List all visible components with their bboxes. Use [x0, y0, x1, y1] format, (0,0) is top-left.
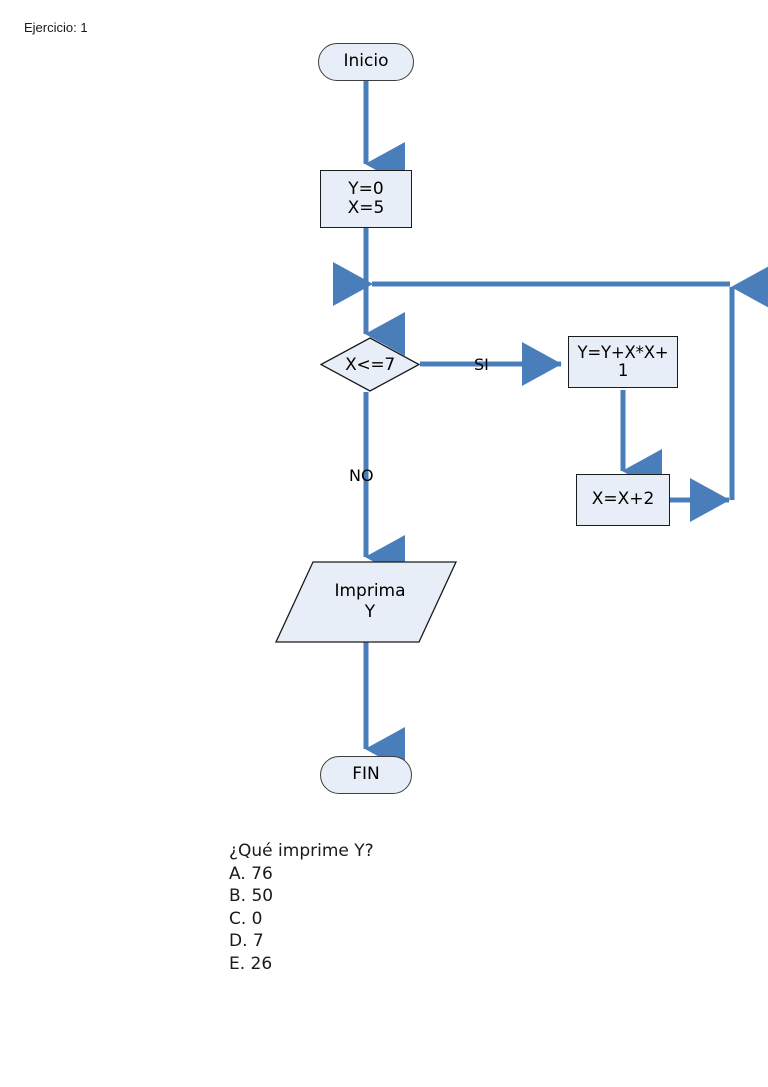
node-decision-condition[interactable]: X<=7 — [319, 337, 421, 392]
node-increment[interactable]: X=X+2 — [576, 474, 670, 526]
node-output-label: Imprima Y — [334, 580, 406, 622]
node-accumulate-label: Y=Y+X*X+ 1 — [577, 342, 669, 380]
edge-label-no: NO — [349, 466, 374, 485]
decision-diamond-shape — [319, 337, 421, 392]
question-option-d[interactable]: D. 7 — [229, 931, 264, 952]
node-start-inicio[interactable]: Inicio — [318, 43, 414, 81]
node-end-fin[interactable]: FIN — [320, 756, 412, 794]
node-accumulate[interactable]: Y=Y+X*X+ 1 — [568, 336, 678, 388]
question-option-c[interactable]: C. 0 — [229, 908, 263, 929]
io-parallelogram-shape — [274, 561, 458, 643]
node-output-print[interactable]: Imprima Y — [274, 561, 458, 643]
question-option-b[interactable]: B. 50 — [229, 886, 274, 907]
node-start-label: Inicio — [343, 51, 389, 72]
node-end-label: FIN — [352, 764, 380, 785]
node-increment-label: X=X+2 — [591, 489, 655, 510]
question-prompt: ¿Qué imprime Y? — [229, 841, 374, 861]
question-option-a[interactable]: A. 76 — [229, 863, 273, 884]
edge-label-si: SI — [474, 355, 489, 374]
question-block: ¿Qué imprime Y? A. 76 B. 50 C. 0 D. 7 E.… — [229, 840, 374, 976]
question-option-e[interactable]: E. 26 — [229, 954, 273, 975]
node-init-assignments[interactable]: Y=0 X=5 — [320, 170, 412, 228]
exercise-header: Ejercicio: 1 — [24, 20, 88, 35]
node-decision-label: X<=7 — [345, 354, 395, 375]
node-init-label: Y=0 X=5 — [347, 178, 385, 218]
